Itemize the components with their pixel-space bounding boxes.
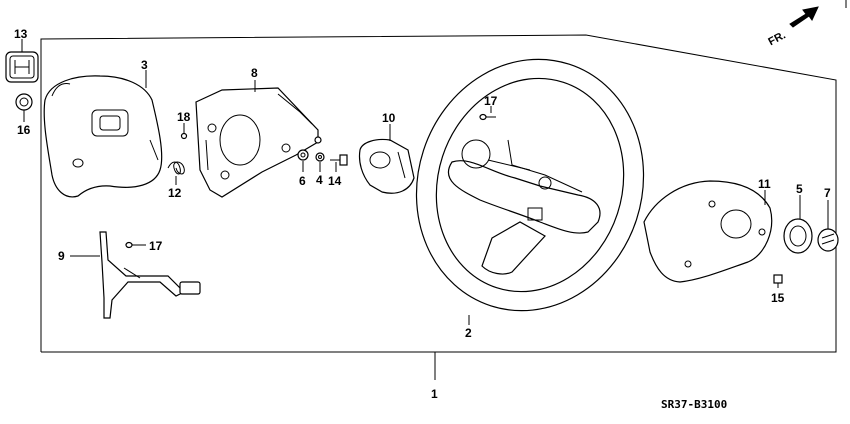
part-2-steering-wheel xyxy=(415,58,645,312)
callout-7: 7 xyxy=(824,186,831,200)
callout-8: 8 xyxy=(251,66,258,80)
callout-5: 5 xyxy=(796,182,803,196)
part-12-spring xyxy=(167,161,185,175)
part-5-ring xyxy=(783,218,813,254)
callout-16: 16 xyxy=(17,123,31,137)
part-11-cover xyxy=(643,180,773,283)
callout-17-lower: 17 xyxy=(149,239,163,253)
callout-1: 1 xyxy=(431,387,438,401)
callout-13: 13 xyxy=(14,27,28,41)
callout-12: 12 xyxy=(168,186,182,200)
front-direction-arrow: FR. xyxy=(766,6,819,48)
callout-6: 6 xyxy=(299,174,306,188)
diagram-code: SR37-B3100 xyxy=(661,398,727,411)
part-4-washer xyxy=(315,152,325,162)
part-8-plate xyxy=(195,87,322,198)
callout-3: 3 xyxy=(141,58,148,72)
callout-17-upper: 17 xyxy=(484,94,498,108)
front-direction-label: FR. xyxy=(766,29,787,48)
part-18-screw xyxy=(180,123,188,140)
part-16-nut xyxy=(15,93,33,111)
part-17-screw-upper xyxy=(479,113,496,121)
part-9-bracket xyxy=(99,231,201,319)
callout-11: 11 xyxy=(758,177,771,191)
part-13-emblem xyxy=(5,51,39,83)
callout-9: 9 xyxy=(58,249,65,263)
part-6-washer xyxy=(297,149,309,161)
assembly-boundary xyxy=(40,34,837,353)
callout-10: 10 xyxy=(382,111,396,125)
callout-15: 15 xyxy=(771,291,785,305)
callout-18: 18 xyxy=(177,110,191,124)
callout-4: 4 xyxy=(316,173,323,187)
part-14-bolt xyxy=(330,154,348,166)
callout-14: 14 xyxy=(328,174,342,188)
part-10-horn-unit xyxy=(358,138,415,194)
callout-2: 2 xyxy=(465,326,472,340)
part-7-washer xyxy=(817,228,839,252)
part-15-bolt xyxy=(773,274,783,288)
part-3-pad-cover xyxy=(43,75,163,198)
part-17-screw-lower xyxy=(125,241,140,249)
